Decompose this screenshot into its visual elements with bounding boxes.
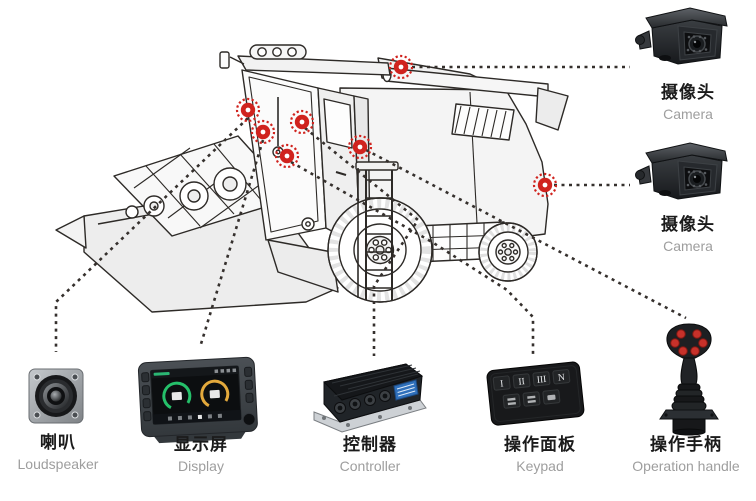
label-keypad: 操作面板 Keypad [483,435,597,474]
label-camera-rear-zh: 摄像头 [661,215,715,235]
keypad-key-1: I [500,379,504,389]
label-loudspeaker-en: Loudspeaker [17,455,99,472]
label-display-zh: 显示屏 [174,435,228,455]
keypad-image: I II III N [486,361,585,426]
mount-marker-2 [250,119,276,145]
mount-marker-3 [274,143,300,169]
label-controller-zh: 控制器 [343,435,397,455]
label-loudspeaker-zh: 喇叭 [40,433,76,453]
camera-rear-image [635,142,728,200]
mount-marker-5 [347,134,373,160]
ir-leds [686,170,708,188]
label-loudspeaker: 喇叭 Loudspeaker [0,433,116,472]
label-camera-top-zh: 摄像头 [661,83,715,103]
connector-lines [54,65,687,356]
mount-marker-4 [289,109,315,135]
label-display: 显示屏 Display [146,435,256,474]
joystick-buttons [670,329,708,356]
label-camera-top-en: Camera [663,105,713,122]
controller-connectors [334,390,391,414]
mount-marker-6 [388,54,414,80]
label-controller: 控制器 Controller [315,435,425,474]
camera-top-image [635,7,728,65]
keypad-key-3: III [536,375,546,386]
loudspeaker-image [28,368,84,424]
keypad-function-key-marks [507,394,556,406]
bezel-buttons [141,366,254,422]
label-controller-en: Controller [339,457,401,474]
gauge-left-green [162,381,192,411]
keypad-gear-keys [492,369,571,409]
ir-leds [686,35,708,53]
connector-line-handle [365,148,687,320]
display-image [137,356,258,444]
label-operation-handle-zh: 操作手柄 [650,435,722,455]
mount-marker-1 [235,97,261,123]
operation-handle-image [659,323,719,436]
mount-markers [235,54,558,198]
label-camera-rear: 摄像头 Camera [620,215,756,254]
connector-line-display [199,139,265,345]
label-keypad-zh: 操作面板 [504,435,576,455]
connector-line-keypad [290,160,535,356]
gauge-right-orange [200,379,230,409]
controller-image [313,363,427,433]
label-keypad-en: Keypad [516,457,564,474]
label-display-en: Display [178,457,224,474]
label-camera-rear-en: Camera [663,237,713,254]
label-operation-handle: 操作手柄 Operation handle [616,435,756,474]
harvester-body [55,44,569,313]
keypad-key-4: N [558,373,566,384]
label-camera-top: 摄像头 Camera [620,83,756,122]
label-operation-handle-en: Operation handle [632,457,740,474]
mount-marker-7 [532,172,558,198]
keypad-key-2: II [518,377,525,388]
display-knob [242,412,256,426]
